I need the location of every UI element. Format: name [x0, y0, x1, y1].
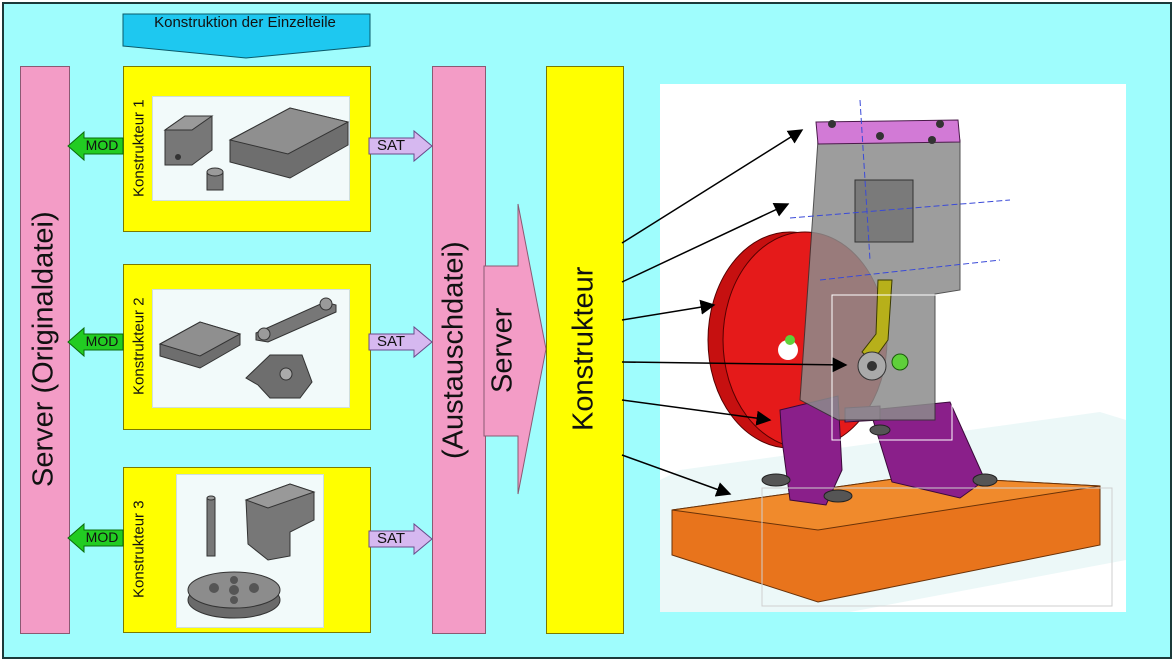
mod-label-2: MOD — [85, 333, 119, 349]
sat-label-1: SAT — [376, 137, 406, 154]
left-server-label: Server (Originaldatei) — [27, 211, 60, 487]
designer-label-3: Konstrukteur 3 — [130, 500, 148, 598]
sat-label-3: SAT — [376, 530, 406, 547]
parts-pane-1 — [152, 96, 350, 201]
mod-label-3: MOD — [85, 529, 119, 545]
assembler-label: Konstrukteur — [567, 266, 600, 432]
exchange-server-label-1: (Austauschdatei) — [437, 241, 470, 459]
designer-label-1: Konstrukteur 1 — [130, 99, 148, 197]
left-server-bar — [20, 66, 70, 634]
exchange-server-bar — [432, 66, 486, 634]
sat-label-2: SAT — [376, 333, 406, 350]
header-title: Konstruktion der Einzelteile — [154, 14, 336, 31]
parts-pane-2 — [152, 289, 350, 408]
exchange-server-label-2: Server — [486, 307, 519, 393]
assembly-render-pane — [660, 84, 1126, 612]
parts-pane-3 — [176, 474, 324, 628]
assembler-box — [546, 66, 624, 634]
designer-label-2: Konstrukteur 2 — [130, 297, 148, 395]
mod-label-1: MOD — [85, 137, 119, 153]
